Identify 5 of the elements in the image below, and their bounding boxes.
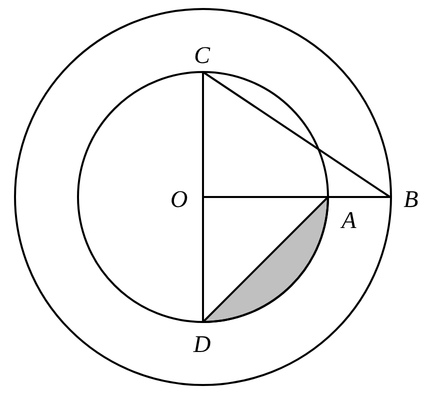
point-label: C bbox=[194, 44, 210, 68]
point-label: O bbox=[170, 188, 188, 212]
point-label: B bbox=[404, 188, 418, 212]
point-label: A bbox=[342, 209, 356, 233]
point-label: D bbox=[193, 333, 211, 357]
